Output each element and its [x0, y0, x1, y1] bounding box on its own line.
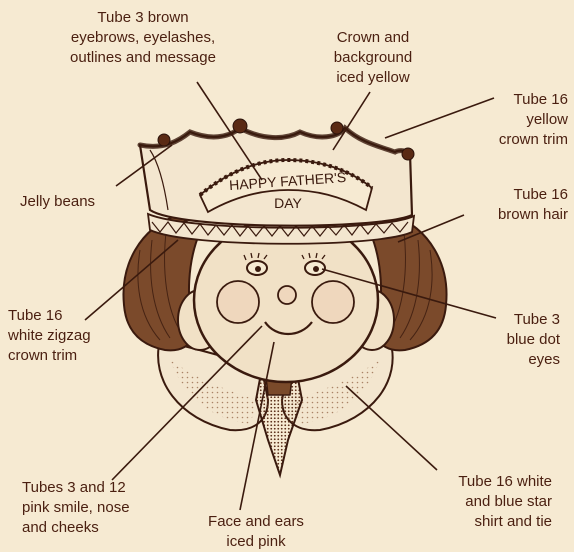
- label-crown-background: Crown and background iced yellow: [318, 28, 428, 88]
- label-tube3-brown-message: Tube 3 brown eyebrows, eyelashes, outlin…: [38, 8, 248, 68]
- label-yellow-crown-trim: Tube 16 yellow crown trim: [462, 90, 568, 150]
- cheek-right: [312, 281, 354, 323]
- label-pink-smile: Tubes 3 and 12 pink smile, nose and chee…: [22, 478, 182, 538]
- cheek-left: [217, 281, 259, 323]
- label-blue-dot-eyes: Tube 3 blue dot eyes: [470, 310, 560, 370]
- nose: [278, 286, 296, 304]
- label-white-zigzag: Tube 16 white zigzag crown trim: [8, 306, 138, 366]
- label-jelly-beans: Jelly beans: [20, 192, 130, 212]
- label-shirt-tie: Tube 16 white and blue star shirt and ti…: [400, 472, 552, 532]
- label-brown-hair: Tube 16 brown hair: [448, 185, 568, 225]
- cake-message-line2: DAY: [274, 195, 302, 211]
- label-face-ears: Face and ears iced pink: [186, 512, 326, 552]
